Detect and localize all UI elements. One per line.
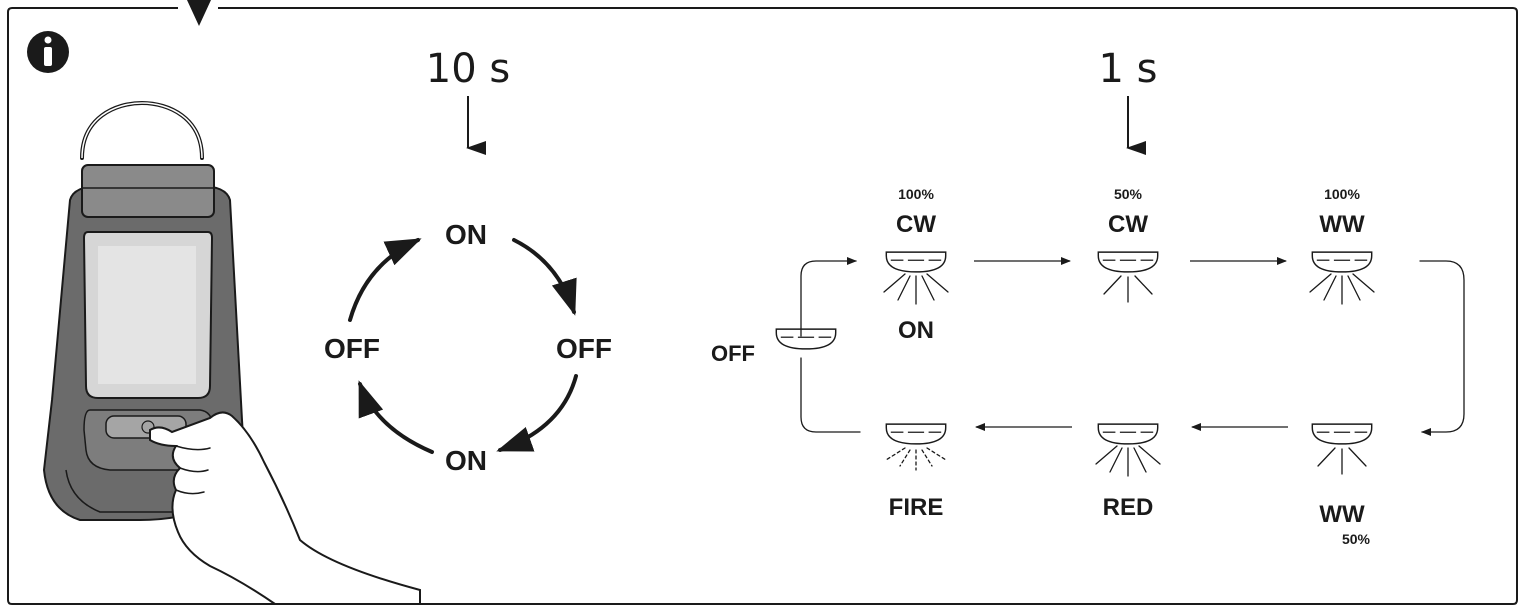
- mode-3-level: 100%: [1324, 186, 1360, 202]
- mode-2-name: CW: [1108, 211, 1148, 238]
- flow-arrow-ww100-to-ww50: [1419, 260, 1465, 436]
- off-label: OFF: [711, 341, 755, 366]
- lamp-ww-100-icon: [1311, 251, 1373, 273]
- light-rays-full: [1095, 445, 1161, 477]
- lantern-icon: [42, 101, 244, 521]
- light-rays-half: [1103, 275, 1153, 303]
- right-time-label: 1 s: [1098, 46, 1157, 92]
- cycle-state-bottom: ON: [445, 445, 487, 476]
- light-rays-full: [883, 273, 949, 305]
- flow-arrow-fire-to-off: [800, 357, 861, 433]
- cycle-state-right: OFF: [556, 333, 612, 364]
- lamp-cw-50-icon: [1097, 251, 1159, 273]
- left-sequence: 10 s ON OFF ON OFF: [324, 46, 612, 476]
- lamp-ww-50-icon: [1311, 423, 1373, 445]
- light-rays-full: [1309, 273, 1375, 305]
- mode-6-name: FIRE: [889, 494, 944, 521]
- light-rays-flicker: [885, 447, 947, 471]
- pointer-arrow-icon: [187, 0, 211, 26]
- right-sequence: 1 s OFF 100% CW ON 50% CW 100% WW: [711, 46, 1465, 547]
- mode-3-name: WW: [1319, 211, 1365, 238]
- light-rays-half: [1317, 447, 1367, 475]
- mode-2-level: 50%: [1114, 186, 1143, 202]
- lamp-red-icon: [1097, 423, 1159, 445]
- lamp-fire-icon: [885, 423, 947, 445]
- lamp-cw-100-icon: [885, 251, 947, 273]
- cycle-arrow-4: [348, 238, 422, 322]
- mode-5-name: RED: [1103, 494, 1154, 521]
- mode-4-name: WW: [1319, 501, 1365, 528]
- cycle-arrow-3: [358, 380, 434, 454]
- hand-icon: [149, 411, 421, 605]
- left-time-label: 10 s: [426, 46, 510, 92]
- cycle-state-left: OFF: [324, 333, 380, 364]
- lamp-off-icon: [775, 328, 837, 350]
- cycle-arrow-2: [496, 374, 578, 452]
- flow-arrow-off-to-cw100: [800, 257, 857, 337]
- cycle-state-top: ON: [445, 219, 487, 250]
- info-icon: [27, 31, 69, 73]
- mode-1-name: CW: [896, 211, 936, 238]
- mode-1-level: 100%: [898, 186, 934, 202]
- frame: [7, 0, 1518, 605]
- mode-1-caption: ON: [898, 317, 934, 344]
- cycle-arrow-1: [512, 238, 577, 316]
- mode-4-level: 50%: [1342, 531, 1371, 547]
